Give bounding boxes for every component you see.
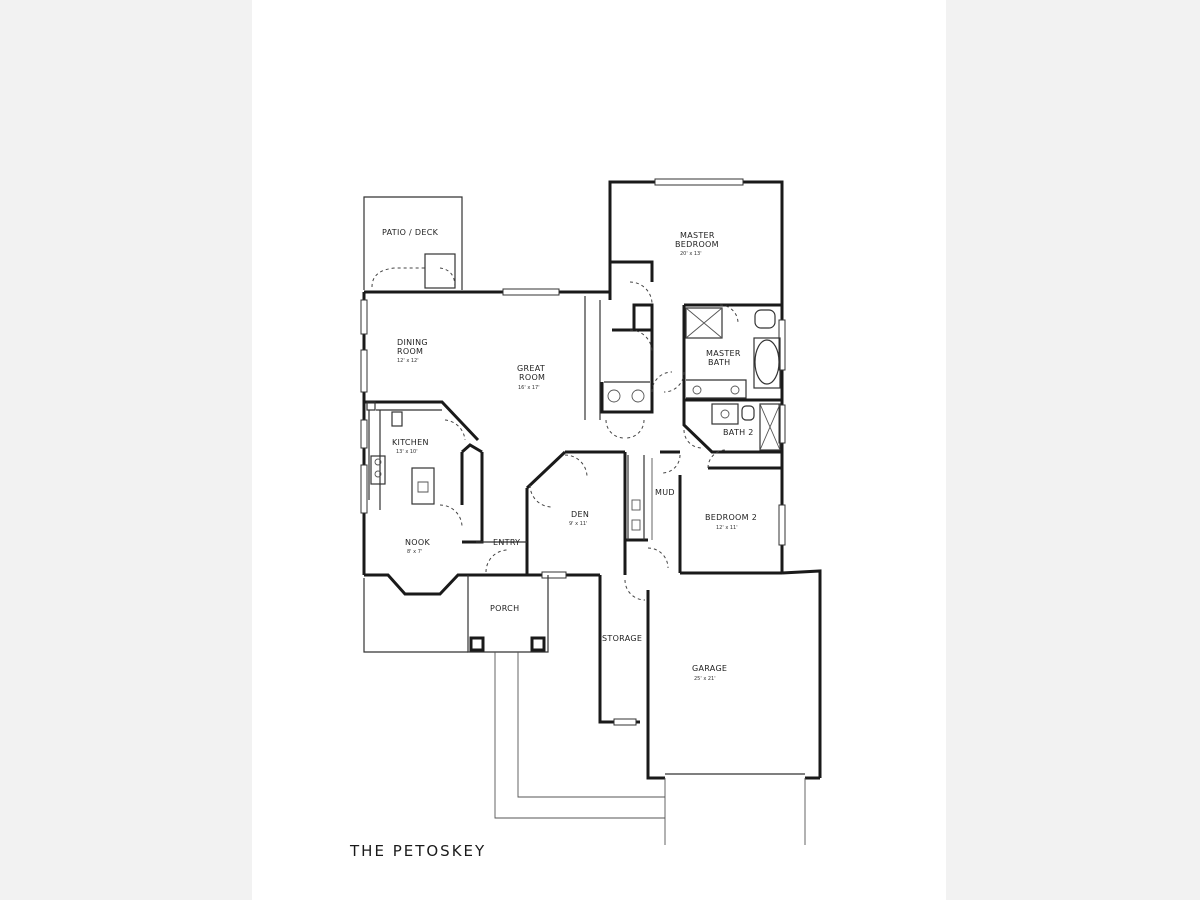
master-bath-fixtures: [685, 307, 781, 399]
interior-walls: [364, 260, 782, 575]
storage-label: STORAGE: [602, 634, 642, 643]
closet-fixtures: [607, 389, 653, 540]
kitchen-dims: 13' x 10': [396, 449, 418, 455]
room-labels: MASTER BEDROOM 20' x 13' DINING ROOM 12'…: [392, 231, 757, 682]
patio-deck-label: PATIO / DECK: [382, 228, 439, 237]
bath-2-label: BATH 2: [723, 428, 754, 437]
bedroom-2-label: BEDROOM 2: [705, 513, 757, 522]
dining-room-dims: 12' x 12': [397, 358, 419, 364]
master-bath-label-1: MASTER: [706, 349, 741, 358]
den-label: DEN: [571, 510, 589, 519]
garage-dims: 25' x 21': [694, 676, 716, 682]
drawing-sheet: [252, 0, 946, 900]
mud-label: MUD: [655, 488, 675, 497]
bath-2-fixtures: [711, 403, 781, 451]
porch-label: PORCH: [490, 604, 519, 613]
door-swings: [439, 281, 739, 601]
great-room-label-2: ROOM: [519, 373, 545, 382]
great-room-label-1: GREAT: [517, 364, 545, 373]
exterior-walls: [362, 180, 822, 780]
plan-title: THE PETOSKEY: [349, 842, 486, 860]
garage-label: GARAGE: [692, 664, 727, 673]
master-bath-label-2: BATH: [708, 358, 730, 367]
den-dims: 9' x 11': [569, 521, 587, 527]
entry-label: ENTRY: [493, 538, 520, 547]
master-bedroom-label-1: MASTER: [680, 231, 715, 240]
great-room-dims: 16' x 17': [518, 385, 540, 391]
master-bedroom-label-2: BEDROOM: [675, 240, 719, 249]
nook-label: NOOK: [405, 538, 430, 547]
bedroom-2-dims: 12' x 11': [716, 525, 738, 531]
dining-room-label-1: DINING: [397, 338, 428, 347]
kitchen-label: KITCHEN: [392, 438, 429, 447]
master-bedroom-dims: 20' x 13': [680, 251, 702, 257]
nook-dims: 8' x 7': [407, 549, 422, 555]
porch: [363, 575, 806, 845]
patio-deck: PATIO / DECK: [363, 196, 463, 290]
dining-room-label-2: ROOM: [397, 347, 423, 356]
windows: [360, 178, 786, 726]
